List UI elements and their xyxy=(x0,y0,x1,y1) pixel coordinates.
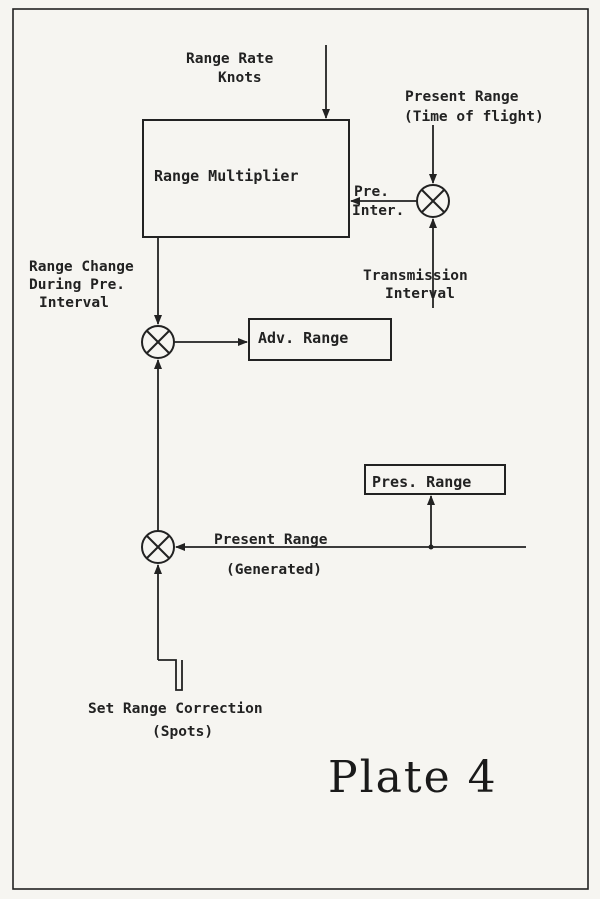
generated-label: (Generated) xyxy=(226,562,322,578)
set-range-correction-label: Set Range Correction xyxy=(88,701,263,717)
range-multiplier-label: Range Multiplier xyxy=(154,167,299,185)
range-rate-label: Range Rate xyxy=(186,51,274,67)
junction-advance-range xyxy=(141,325,175,359)
present-range-label: Present Range xyxy=(405,89,519,105)
range-multiplier-block xyxy=(142,119,350,238)
spots-label: (Spots) xyxy=(152,724,213,740)
junction-present-range-generated xyxy=(141,530,175,564)
during-pre-label: During Pre. xyxy=(29,277,125,293)
present-range-generated-label: Present Range xyxy=(214,532,328,548)
pres-range-block xyxy=(364,464,506,495)
junction-present-range xyxy=(416,184,450,218)
time-of-flight-label: (Time of flight) xyxy=(404,109,544,125)
inter-label: Inter. xyxy=(352,203,404,219)
pre-label: Pre. xyxy=(354,184,389,200)
interval-change-label: Interval xyxy=(39,295,109,311)
range-change-label: Range Change xyxy=(29,259,134,275)
plate-caption: Plate 4 xyxy=(328,752,498,803)
transmission-label: Transmission xyxy=(363,268,468,284)
page-border xyxy=(12,8,589,890)
adv-range-block xyxy=(248,318,392,361)
adv-range-label: Adv. Range xyxy=(258,329,348,347)
pres-range-label: Pres. Range xyxy=(372,473,471,491)
correction-knob-icon xyxy=(158,659,183,691)
interval-label: Interval xyxy=(385,286,455,302)
tap-dot xyxy=(428,544,434,550)
knots-label: Knots xyxy=(218,70,262,86)
